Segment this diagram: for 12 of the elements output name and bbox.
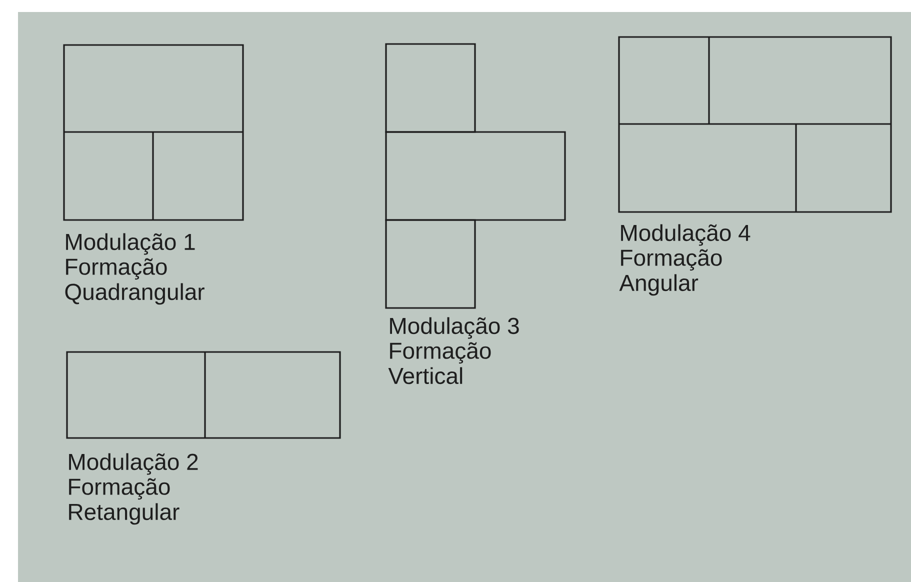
caption-text: Angular (619, 274, 698, 296)
caption-text: Vertical (388, 367, 462, 384)
caption-text: Formação (69, 478, 170, 500)
caption-text: Modulação 3 (390, 317, 519, 339)
caption-text: Modulação 4 (621, 224, 750, 246)
caption-text: Formação (390, 342, 491, 364)
caption-text: Formação (621, 249, 722, 271)
caption-text: Modulação 2 (69, 453, 198, 475)
caption-text: Formação (66, 258, 167, 280)
caption-text: Retangular (69, 503, 180, 525)
caption-text: Modulação 1 (66, 233, 195, 255)
caption-text: Quadrangular (65, 283, 204, 305)
